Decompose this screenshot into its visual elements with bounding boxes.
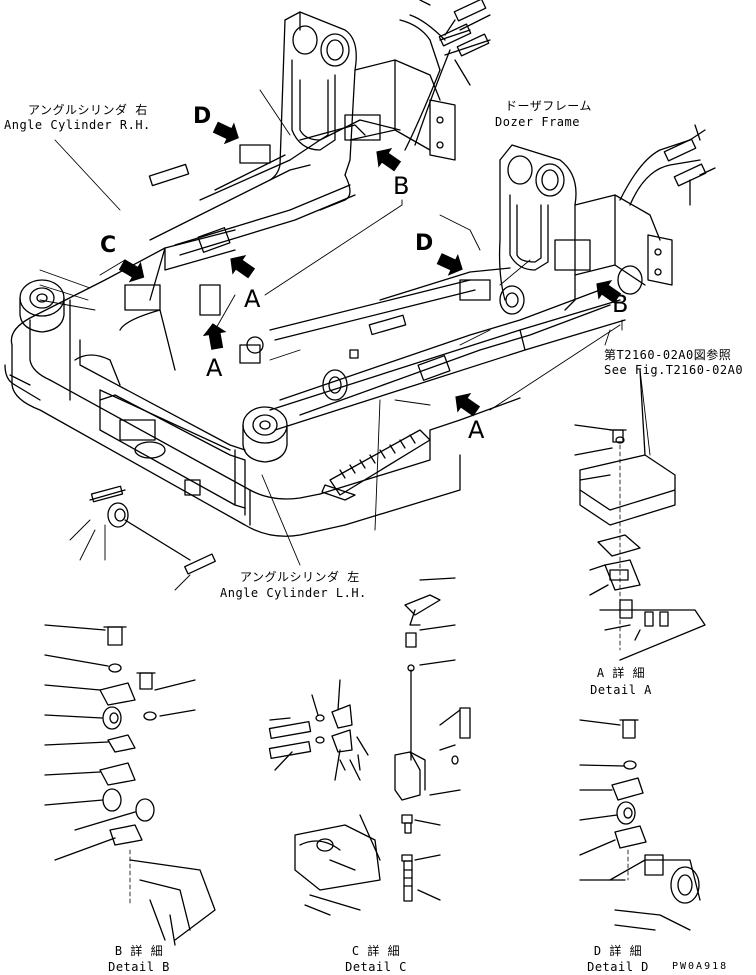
track-frame [4,229,626,537]
marker-d-left: D [193,104,212,129]
detail-a-art [574,369,706,661]
dozer-frame-en: Dozer Frame [495,115,580,129]
marker-lines [264,199,623,411]
drawing-code: PW0A918 [672,961,729,972]
marker-a-right: A [468,416,485,444]
marker-b-right: B [612,290,629,318]
marker-a-center: A [244,285,261,313]
detail-d-art [579,719,701,931]
detail-a-jp: A 詳 細 [596,666,646,680]
detail-a-en: Detail A [590,683,652,697]
clamps [124,114,591,316]
marker-c: C [100,233,117,258]
arrows [118,121,622,417]
idlers [19,279,288,463]
marker-d-right: D [415,231,434,256]
marker-b-left: B [393,172,410,200]
detail-b-jp: B 詳 細 [114,944,164,958]
detail-b-art [44,624,216,946]
marker-a-front: A [206,354,223,382]
detail-d-jp: D 詳 細 [593,944,643,958]
detail-c-art [268,577,471,916]
angle-cylinder-rh-jp: アングルシリンダ 右 [28,103,148,117]
frame-pipes [148,119,611,416]
hoses-right [619,124,716,206]
angle-cylinder-lh-jp: アングルシリンダ 左 [240,570,360,584]
detail-d-en: Detail D [587,960,649,974]
dozer-frame-jp: ドーザフレーム [505,99,592,113]
detail-c-en: Detail C [345,960,407,974]
see-fig-en: See Fig.T2160-02A0 [604,363,744,377]
angle-cylinder-lh-en: Angle Cylinder L.H. [220,586,367,600]
detail-c-jp: C 詳 細 [351,944,401,958]
right-bracket-dozer [498,144,673,311]
see-fig-jp: 第T2160-02A0図参照 [604,348,732,362]
lower-left-parts [89,485,216,575]
leaders [39,89,651,591]
hoses-top [399,0,491,151]
angle-cylinder-rh-en: Angle Cylinder R.H. [4,118,151,132]
detail-b-en: Detail B [108,960,170,974]
